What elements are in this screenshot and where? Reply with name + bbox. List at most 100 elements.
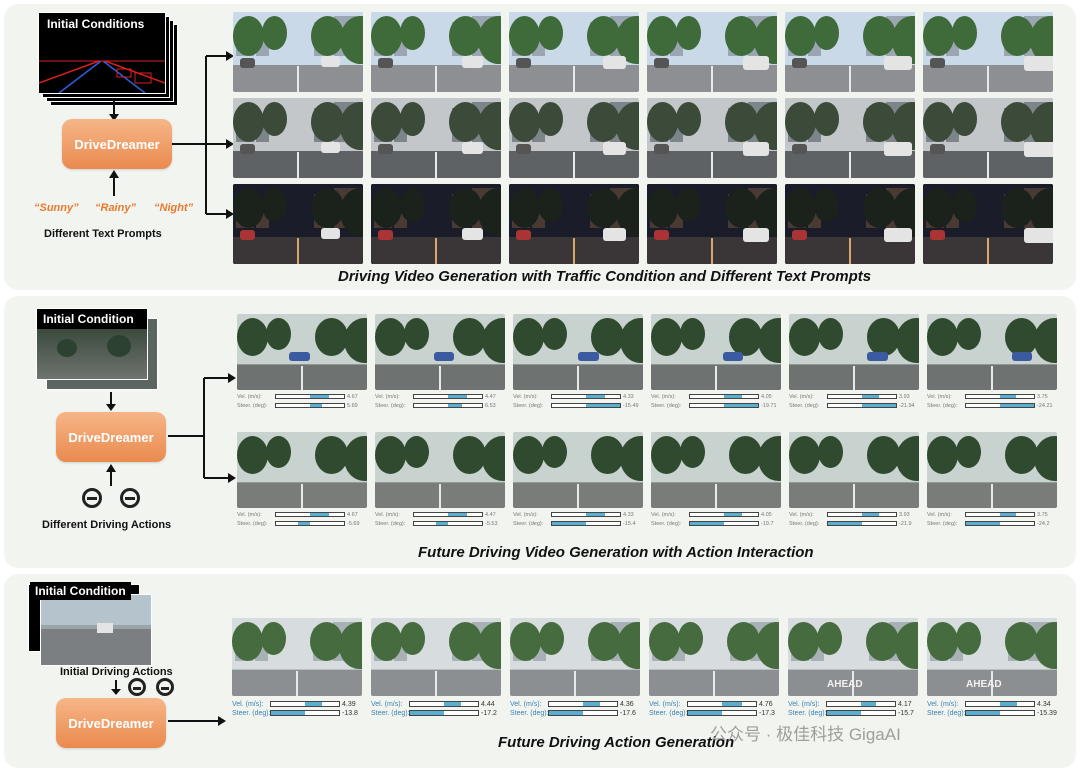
gauge-value: 4.39 (342, 701, 356, 708)
initial-actions-label: Initial Driving Actions (60, 666, 173, 678)
gauge-bar (827, 521, 897, 526)
gauge-value: -17.6 (620, 710, 636, 717)
gauge-value: 4.47 (485, 512, 496, 518)
gauge-value: 4.76 (759, 701, 773, 708)
gauge-value: -17.2 (481, 710, 497, 717)
gauge-bar (689, 521, 759, 526)
gauge-bar (965, 512, 1035, 517)
gauge-label: Steer. (deg): (651, 403, 682, 409)
gauge-value: -19.7 (761, 521, 774, 527)
gauge-bar (413, 394, 483, 399)
gauge-bar (548, 710, 618, 716)
video-frame (789, 432, 919, 508)
video-frame (513, 432, 643, 508)
gauge-bar (551, 403, 621, 408)
gauge-value: 5.69 (347, 403, 358, 409)
steering-wheel-icon (82, 488, 102, 508)
arrow-right-icon (168, 716, 226, 726)
gauge-value: 4.36 (620, 701, 634, 708)
arrow-down-icon (106, 392, 116, 411)
gauge-label: Vel. (m/s): (237, 512, 262, 518)
drivedreamer-block: DriveDreamer (56, 412, 166, 462)
video-frame (232, 618, 362, 696)
gauge-bar (551, 521, 621, 526)
gauge-bar (551, 394, 621, 399)
gauge-label: Steer. (deg): (232, 710, 271, 717)
gauge-label: Steer. (deg): (237, 403, 268, 409)
gauge-value: -13.8 (342, 710, 358, 717)
drivedreamer-block: DriveDreamer (56, 698, 166, 748)
gauge-label: Steer. (deg): (789, 521, 820, 527)
video-frame (785, 12, 915, 92)
initial-condition-stack: Initial Condition (28, 580, 154, 666)
video-frame (371, 618, 501, 696)
gauge-bar (413, 403, 483, 408)
gauge-bar (409, 710, 479, 716)
prompt-sunny: “Sunny” (34, 202, 79, 214)
gauge-label: Steer. (deg): (927, 521, 958, 527)
gauge-label: Steer. (deg): (513, 403, 544, 409)
actions-caption: Different Driving Actions (42, 519, 172, 531)
gauge-value: 3.93 (899, 394, 910, 400)
gauge-label: Vel. (m/s): (789, 394, 814, 400)
gauge-value: 4.17 (898, 701, 912, 708)
video-frame (233, 98, 363, 178)
gauge-bar (275, 512, 345, 517)
gauge-label: Vel. (m/s): (375, 394, 400, 400)
video-frame (509, 98, 639, 178)
gauge-value: -15.39 (1037, 710, 1057, 717)
panel-action-generation: Initial Condition Initial Driving Action… (4, 574, 1076, 768)
gauge-bar (270, 701, 340, 707)
panel-text-prompts: Initial Conditions DriveDreamer “Sunny” … (4, 4, 1076, 290)
panel-action-interaction: Initial Condition DriveDreamer Different… (4, 296, 1076, 568)
gauge-bar (689, 403, 759, 408)
gauge-bar (689, 512, 759, 517)
gauge-bar (826, 701, 896, 707)
gauge-label: Vel. (m/s): (651, 512, 676, 518)
gauge-label: Steer. (deg): (651, 521, 682, 527)
gauge-label: Steer. (deg): (927, 710, 966, 717)
branch-arrows (168, 373, 236, 483)
video-frame (651, 432, 781, 508)
gauge-label: Vel. (m/s): (927, 394, 952, 400)
gauge-bar (826, 710, 896, 716)
video-frame (927, 432, 1057, 508)
gauge-value: 4.44 (481, 701, 495, 708)
gauge-label: Vel. (m/s): (510, 701, 542, 708)
drivedreamer-block: DriveDreamer (62, 119, 172, 169)
gauge-value: -21.94 (899, 403, 915, 409)
traffic-condition-lines (39, 60, 165, 93)
video-frame (785, 98, 915, 178)
road-marking: AHEAD (966, 678, 1002, 690)
video-frame (647, 184, 777, 264)
steering-wheel-icon (120, 488, 140, 508)
gauge-label: Steer. (deg): (371, 710, 410, 717)
gauge-bar (551, 512, 621, 517)
arrow-down-icon (109, 100, 119, 121)
gauge-label: Vel. (m/s): (375, 512, 400, 518)
video-frame (237, 432, 367, 508)
gauge-label: Steer. (deg): (510, 710, 549, 717)
video-frame (923, 184, 1053, 264)
gauge-bar (827, 394, 897, 399)
initial-condition-label: Initial Condition (38, 310, 139, 328)
gauge-value: -24.21 (1037, 403, 1053, 409)
gauge-value: -19.71 (761, 403, 777, 409)
gauge-value: 4.34 (1037, 701, 1051, 708)
gauge-value: 3.75 (1037, 512, 1048, 518)
gauge-bar (965, 521, 1035, 526)
gauge-value: 3.93 (899, 512, 910, 518)
gauge-bar (413, 521, 483, 526)
gauge-bar (275, 403, 345, 408)
gauge-label: Vel. (m/s): (927, 512, 952, 518)
gauge-bar (689, 394, 759, 399)
gauge-value: -15.7 (898, 710, 914, 717)
